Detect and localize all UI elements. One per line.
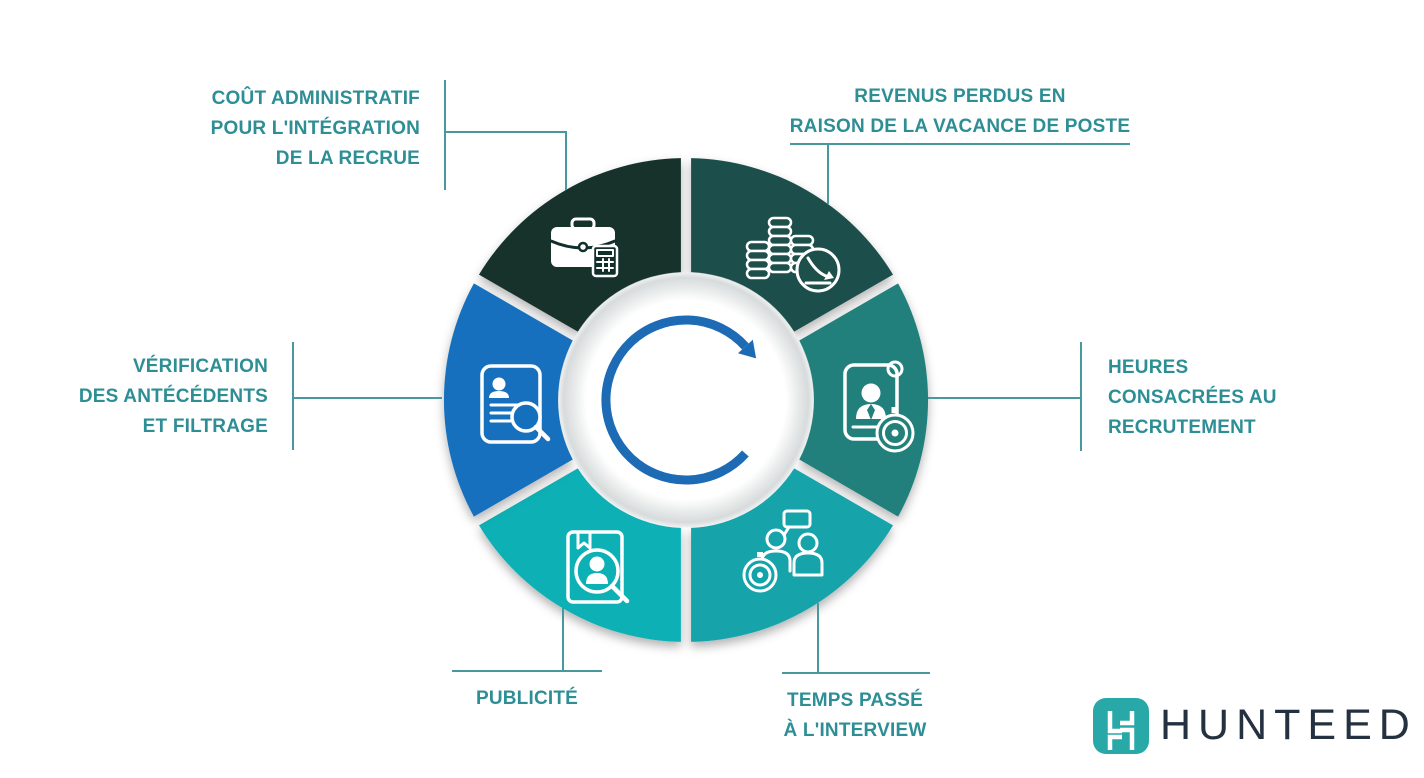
label-publicite: PUBLICITÉ bbox=[427, 684, 627, 714]
label-cout-administratif: COÛT ADMINISTRATIF POUR L'INTÉGRATION DE… bbox=[211, 84, 420, 174]
segment-publicite bbox=[479, 468, 681, 642]
label-revenus-perdus: REVENUS PERDUS EN RAISON DE LA VACANCE D… bbox=[750, 82, 1170, 142]
label-line: TEMPS PASSÉ bbox=[787, 690, 923, 711]
hunteed-wordmark: HUNTEED bbox=[1160, 701, 1417, 749]
candidate-card-stopwatch-icon bbox=[843, 360, 915, 453]
label-line: DE LA RECRUE bbox=[275, 148, 420, 169]
briefcase-calculator-icon bbox=[549, 217, 619, 278]
label-line: PUBLICITÉ bbox=[475, 688, 579, 709]
resume-magnifier-icon bbox=[480, 364, 551, 444]
cycle-ring-hole bbox=[558, 272, 814, 528]
coins-decline-icon bbox=[745, 216, 841, 293]
label-line: HEURES bbox=[1108, 357, 1189, 378]
segment-verification bbox=[443, 283, 573, 517]
label-temps-interview: TEMPS PASSÉ À L'INTERVIEW bbox=[735, 686, 975, 746]
label-line: REVENUS PERDUS EN bbox=[854, 86, 1066, 107]
connector-revenus bbox=[790, 143, 1130, 204]
segment-heures-consacrees bbox=[799, 283, 929, 517]
connector-verification bbox=[292, 342, 442, 450]
connector-cout bbox=[444, 80, 567, 190]
label-line: À L'INTERVIEW bbox=[783, 720, 927, 741]
connector-heures bbox=[928, 342, 1082, 451]
label-line: POUR L'INTÉGRATION bbox=[210, 118, 420, 139]
interview-people-stopwatch-icon bbox=[742, 509, 824, 593]
ad-book-magnifier-icon bbox=[566, 530, 630, 604]
label-heures-consacrees: HEURES CONSACRÉES AU RECRUTEMENT bbox=[1108, 353, 1277, 443]
segment-temps-interview bbox=[691, 468, 893, 642]
label-line: RAISON DE LA VACANCE DE POSTE bbox=[789, 116, 1131, 137]
connector-temps bbox=[782, 603, 930, 674]
hunteed-logo-icon bbox=[1093, 698, 1149, 754]
cycle-arrow-icon bbox=[601, 315, 757, 485]
label-verification: VÉRIFICATION DES ANTÉCÉDENTS ET FILTRAGE bbox=[79, 352, 268, 442]
connector-publicite bbox=[452, 608, 602, 672]
label-line: VÉRIFICATION bbox=[132, 356, 268, 377]
label-line: DES ANTÉCÉDENTS bbox=[78, 386, 268, 407]
label-line: ET FILTRAGE bbox=[142, 416, 268, 437]
label-line: RECRUTEMENT bbox=[1108, 417, 1256, 438]
label-line: CONSACRÉES AU bbox=[1108, 387, 1277, 408]
label-line: COÛT ADMINISTRATIF bbox=[211, 88, 420, 109]
